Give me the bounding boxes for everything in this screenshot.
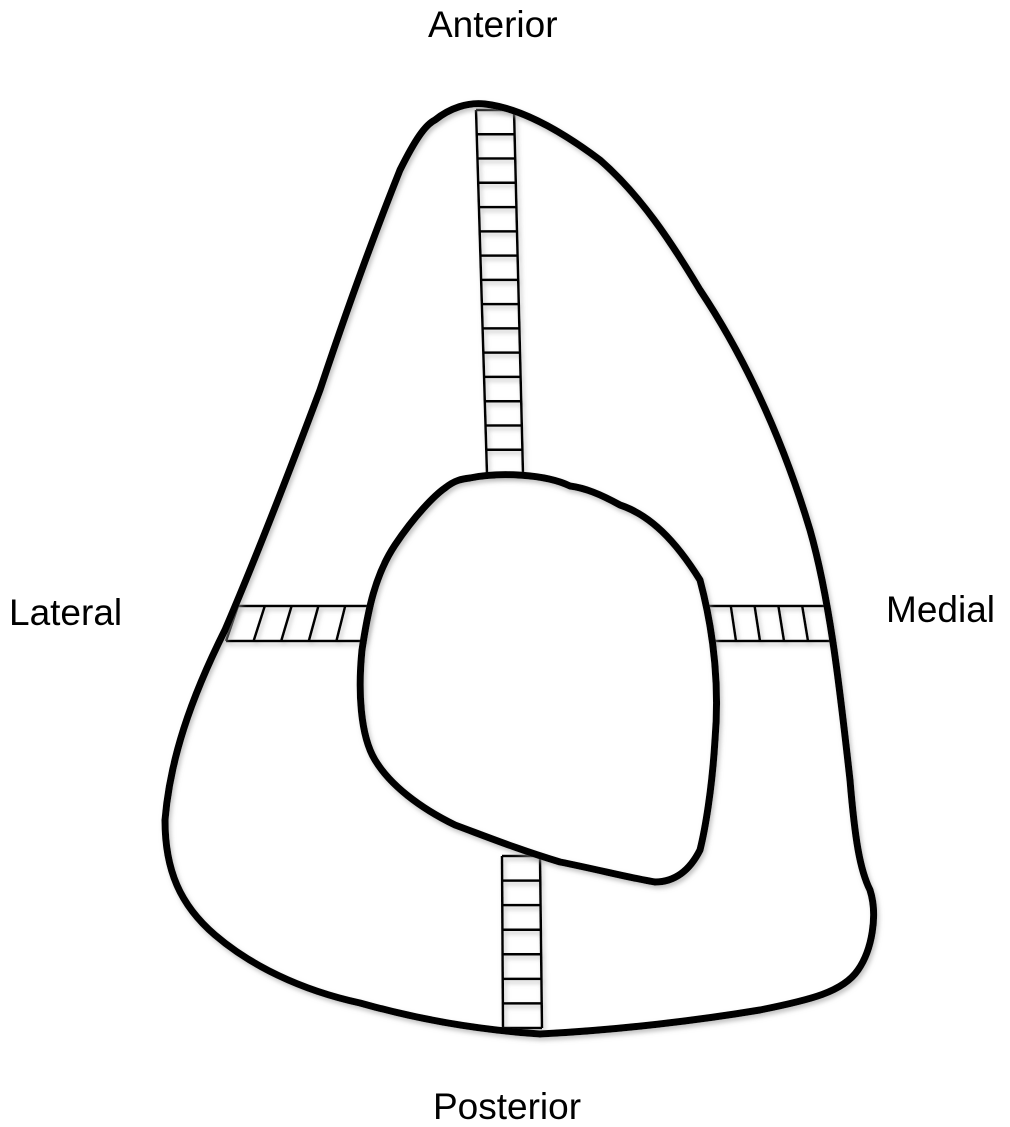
anterior-ladder-rail bbox=[514, 110, 523, 474]
inner-opening-outline bbox=[360, 475, 716, 882]
outer-outline bbox=[165, 104, 874, 1034]
lateral-ladder-rung bbox=[309, 606, 319, 641]
lateral-label: Lateral bbox=[9, 594, 122, 631]
medial-ladder-rung bbox=[755, 606, 760, 641]
lateral-ladder-rung bbox=[281, 606, 291, 641]
ladder-strips bbox=[226, 110, 832, 1028]
medial-ladder-rung bbox=[778, 606, 784, 641]
medial-ladder-rung bbox=[802, 606, 808, 641]
lateral-ladder-rung bbox=[336, 606, 345, 641]
lateral-ladder-rung bbox=[254, 606, 265, 641]
medial-ladder-rung bbox=[731, 606, 736, 641]
anterior-label: Anterior bbox=[428, 6, 558, 43]
anterior-ladder-rail bbox=[476, 110, 487, 474]
posterior-label: Posterior bbox=[433, 1088, 581, 1125]
medial-label: Medial bbox=[886, 591, 995, 628]
